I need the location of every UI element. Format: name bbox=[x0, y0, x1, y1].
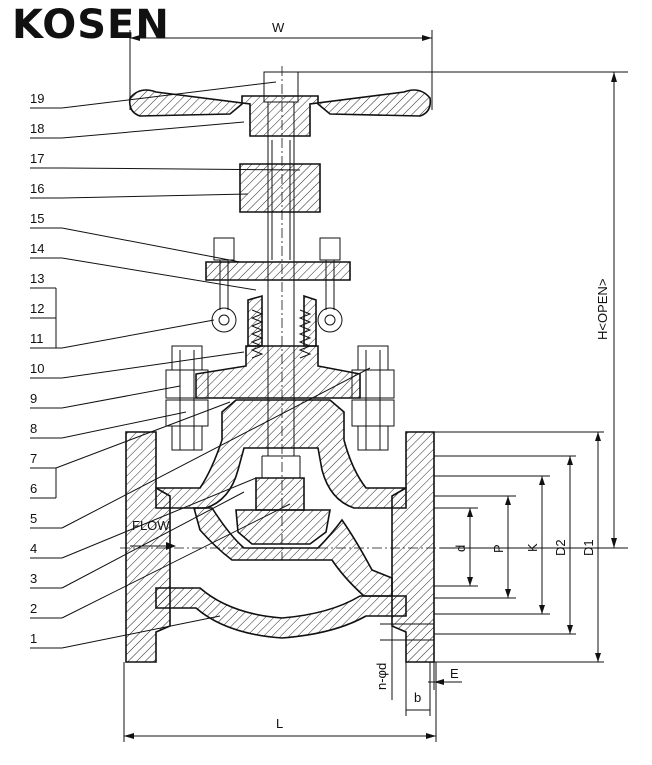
part-label-1: 1 bbox=[30, 631, 37, 646]
packing bbox=[250, 309, 312, 359]
dimension-bolt-hole: n-φd bbox=[374, 623, 434, 700]
eye-bolts bbox=[211, 237, 343, 333]
body-bonnet-bolts bbox=[165, 345, 395, 451]
part-label-17: 17 bbox=[30, 151, 44, 166]
kosen-logo: KOSEN bbox=[12, 2, 170, 48]
dimension-flange-stack: d P K D2 D1 bbox=[434, 431, 604, 663]
part-label-4: 4 bbox=[30, 541, 37, 556]
dimension-h-open: H<OPEN> bbox=[290, 71, 628, 549]
dim-d1-label: D1 bbox=[581, 539, 596, 556]
part-label-7: 7 bbox=[30, 451, 37, 466]
part-label-12: 12 bbox=[30, 301, 44, 316]
dimension-w: W bbox=[129, 20, 433, 110]
part-label-9: 9 bbox=[30, 391, 37, 406]
dim-b-label: b bbox=[414, 690, 421, 705]
part-label-15: 15 bbox=[30, 211, 44, 226]
part-label-16: 16 bbox=[30, 181, 44, 196]
dim-l-label: L bbox=[276, 716, 283, 731]
part-label-6: 6 bbox=[30, 481, 37, 496]
part-label-13: 13 bbox=[30, 271, 44, 286]
dimension-b: b bbox=[405, 662, 431, 716]
dim-k-label: K bbox=[525, 543, 540, 552]
dimension-l: L bbox=[123, 662, 437, 742]
dim-d2-label: D2 bbox=[553, 539, 568, 556]
valve-body bbox=[125, 89, 435, 663]
part-label-18: 18 bbox=[30, 121, 44, 136]
flow-indicator: FLOW bbox=[130, 518, 176, 550]
valve-stem bbox=[261, 71, 301, 478]
dim-d-label: d bbox=[453, 545, 468, 552]
part-label-5: 5 bbox=[30, 511, 37, 526]
part-label-10: 10 bbox=[30, 361, 44, 376]
flow-label: FLOW bbox=[132, 518, 170, 533]
part-callouts: 19 18 17 16 15 14 13 12 11 10 9 8 7 6 5 bbox=[30, 81, 371, 649]
dim-h-open-label: H<OPEN> bbox=[595, 279, 610, 340]
part-label-14: 14 bbox=[30, 241, 44, 256]
part-label-19: 19 bbox=[30, 91, 44, 106]
part-label-11: 11 bbox=[30, 331, 44, 346]
dim-w-label: W bbox=[272, 20, 285, 35]
dim-e-label: E bbox=[450, 666, 459, 681]
part-label-2: 2 bbox=[30, 601, 37, 616]
part-label-3: 3 bbox=[30, 571, 37, 586]
dim-p-label: P bbox=[491, 544, 506, 553]
dimension-e: E bbox=[428, 662, 462, 690]
part-label-8: 8 bbox=[30, 421, 37, 436]
dim-n-phi-d-label: n-φd bbox=[374, 663, 389, 690]
